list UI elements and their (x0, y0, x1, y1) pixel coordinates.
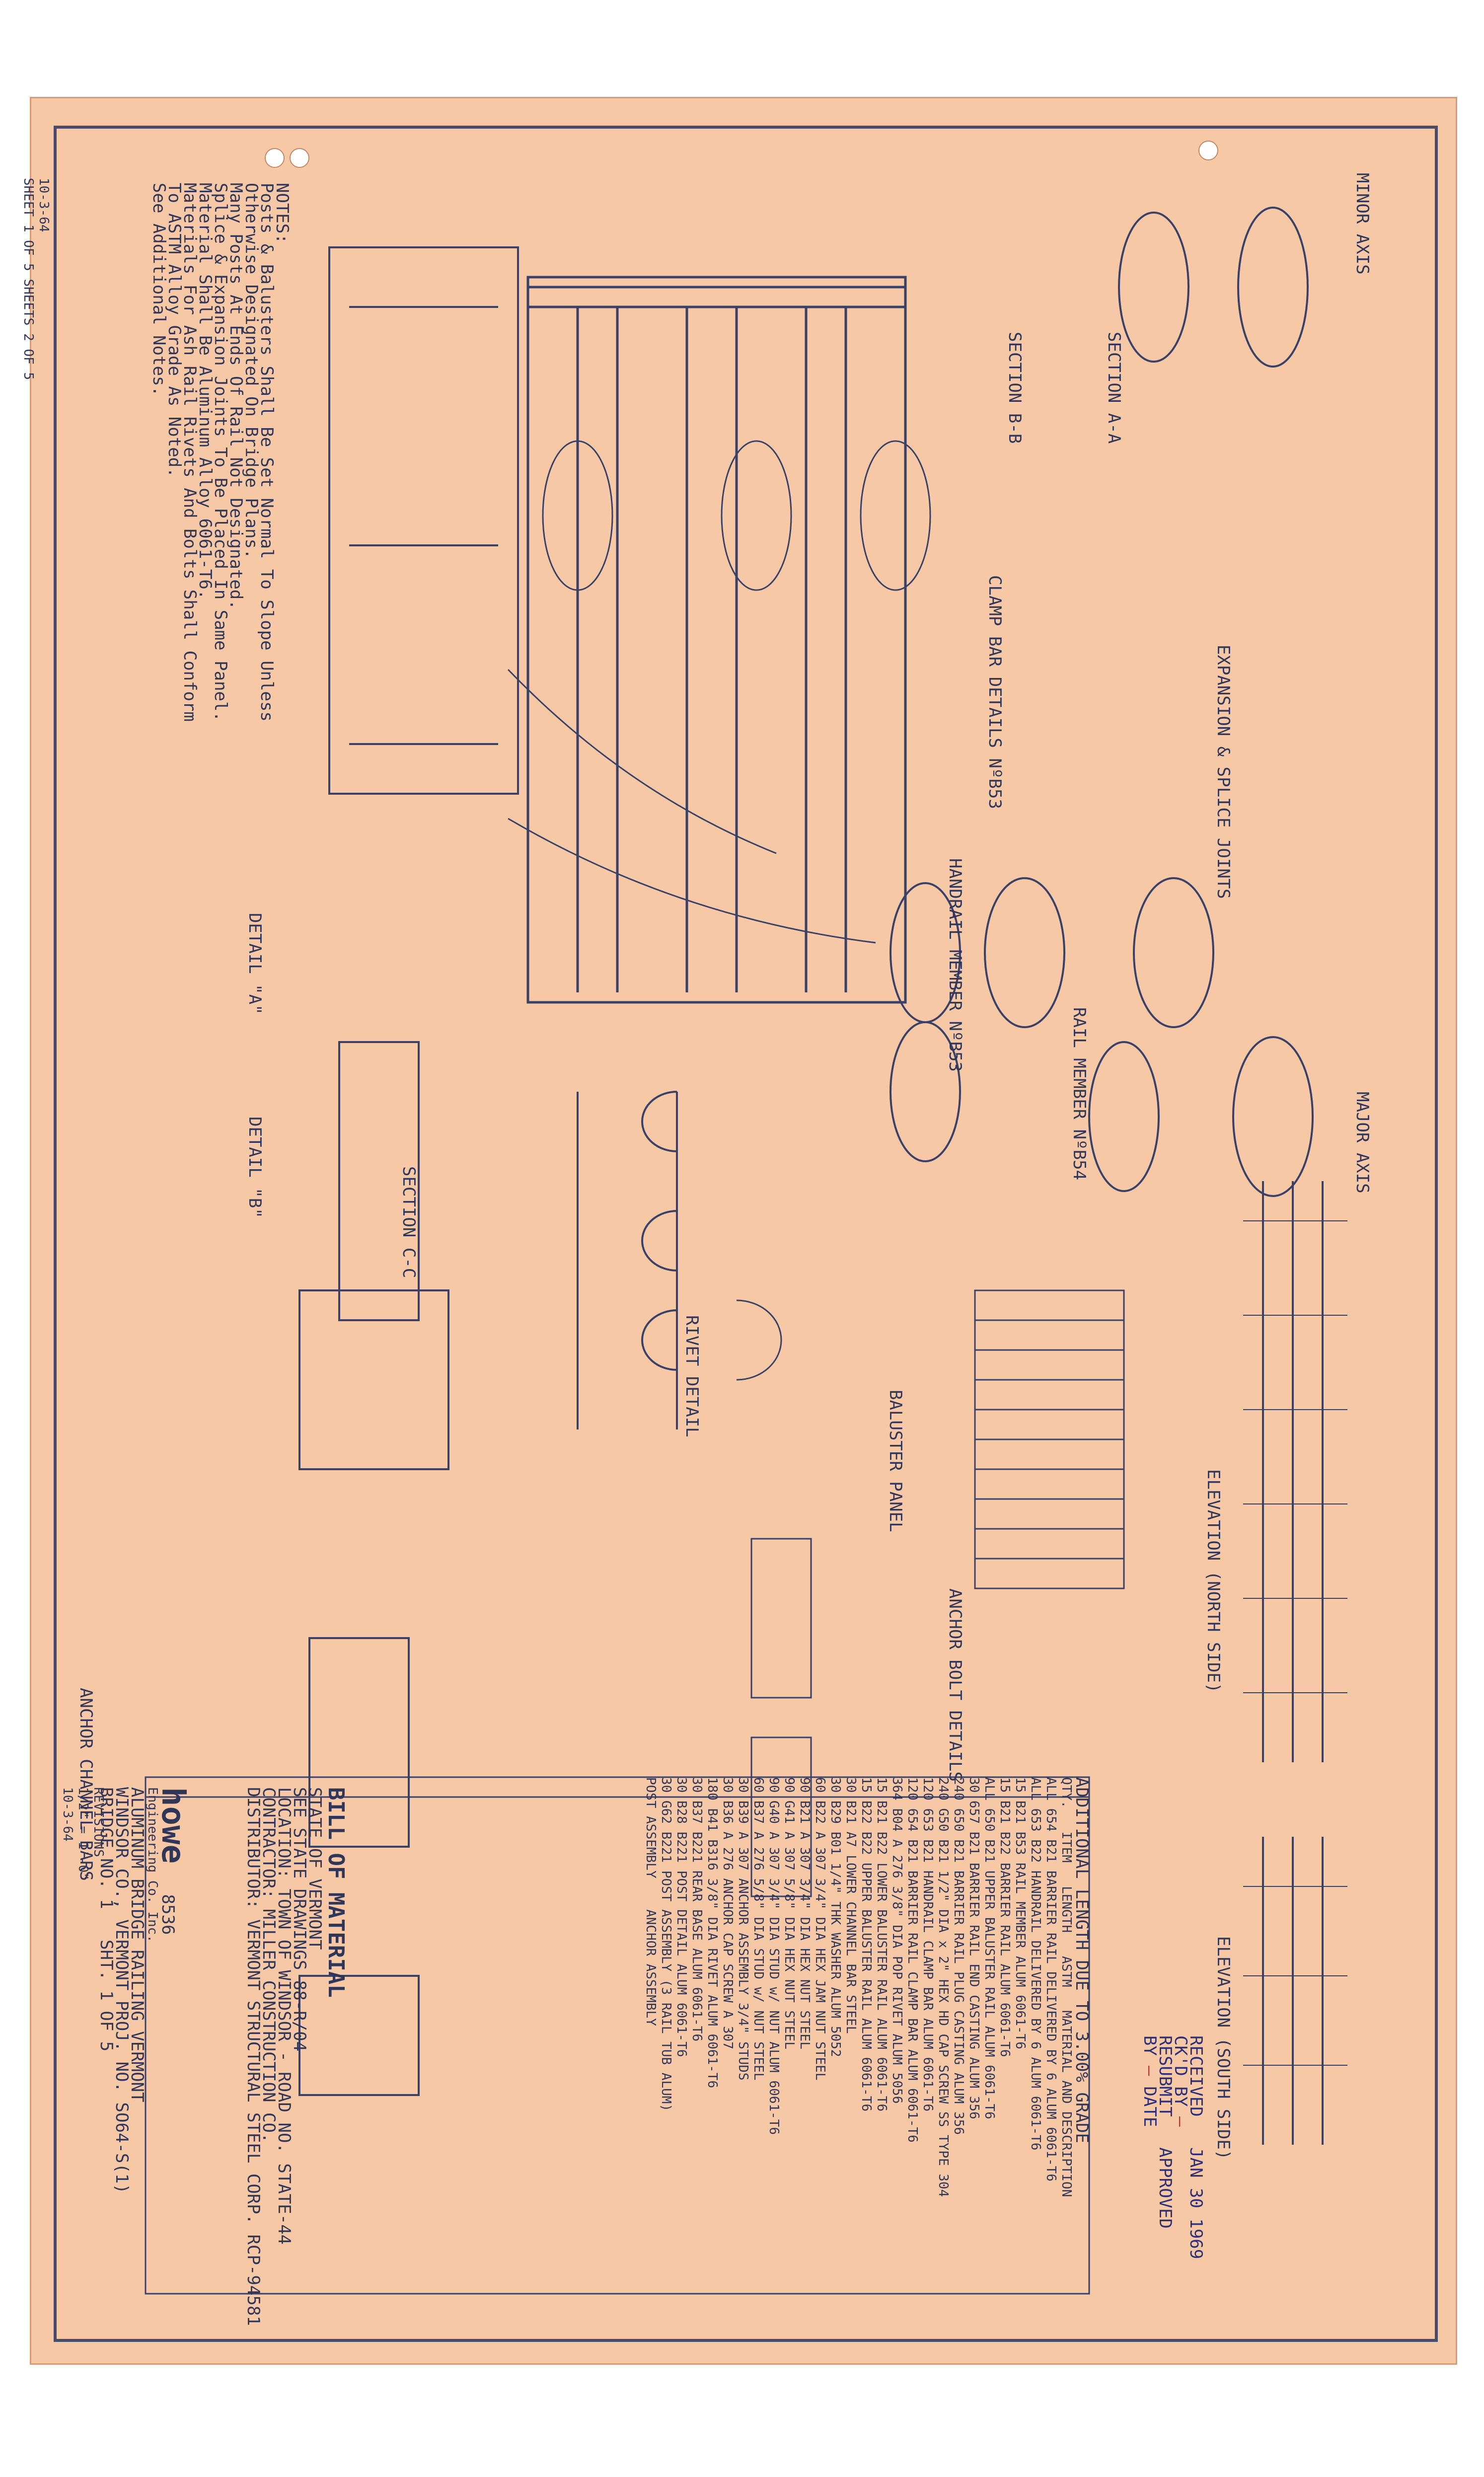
table-row: 15 B21 B22 LOWER BALUSTER RAIL ALUM 6061… (874, 1777, 889, 2112)
drawing-sheet: 10-3-64 SHEET 1 OF 5 SHEETS 2 OF 5 NOTES… (21, 97, 1457, 2365)
table-row: 30 B37 B221 REAR BASE ALUM 6061-T6 (689, 1777, 704, 2042)
section-label: MINOR AXIS (1352, 173, 1372, 275)
bom-title-block: BILL OF MATERIAL STATE OF VERMONT SEE ST… (243, 1787, 349, 2326)
table-row: 120 653 B21 HANDRAIL CLAMP BAR ALUM 6061… (920, 1777, 935, 2112)
punch-hole (290, 148, 309, 168)
table-row: 90 G41 A 307 5/8" DIA HEX NUT STEEL (782, 1777, 797, 2049)
table-row: 30 B21 A7 LOWER CHANNEL BAR STEEL (843, 1777, 858, 2034)
section-label: DETAIL "A" (245, 913, 265, 1015)
drawing-linework (145, 207, 1347, 2295)
punch-hole (265, 148, 285, 168)
table-row: 30 657 B21 BARRIER RAIL END CASTING ALUM… (966, 1777, 981, 2119)
table-row: 30 B28 B221 POST DETAIL ALUM 6061-T6 (674, 1777, 689, 2057)
table-row: 364 B04 A 276 3/8" DIA POP RIVET ALUM 50… (890, 1777, 904, 2104)
section-label: ELEVATION (SOUTH SIDE) (1213, 1936, 1233, 2160)
table-row: 30 B39 A 307 ANCHOR ASSEMBLY 3/4" STUDS (736, 1777, 750, 2081)
table-row: 60 B22 A 307 3/4" DIA HEX JAM NUT STEEL (813, 1777, 827, 2081)
section-label: RAIL MEMBER NºB54 (1069, 1007, 1089, 1180)
drawing-border (54, 126, 1438, 2342)
section-label: ANCHOR BOLT DETAILS (945, 1588, 965, 1782)
bill-of-material: ADDITIONAL LENGTH DUE TO 3.00% GRADE QTY… (643, 1777, 1092, 2197)
bom-group-label: POST ASSEMBLY ANCHOR ASSEMBLY (643, 1777, 658, 2026)
section-label: CLAMP BAR DETAILS NºB53 (985, 575, 1005, 809)
section-label: MAJOR AXIS (1352, 1092, 1372, 1194)
section-label: DETAIL "B" (245, 1117, 265, 1218)
notes-block: NOTES: Posts & Balusters Shall Be Set No… (149, 183, 292, 722)
table-row: 15 B21 B22 BARRIER RAIL ALUM 6061-T6 (997, 1777, 1012, 2057)
table-row: ALL 653 B22 HANDRAIL DELIVERED BY 6 ALUM… (1028, 1777, 1043, 2151)
section-label: SECTION C-C (399, 1166, 419, 1278)
table-row: 90 G40 A 307 3/4" DIA STUD w/ NUT ALUM 6… (766, 1777, 781, 2135)
table-row: 60 B37 A 276 5/8" DIA STUD w/ NUT STEEL (751, 1777, 766, 2081)
section-label: RIVET DETAIL (682, 1315, 702, 1437)
table-row: 240 650 B21 BARRIER RAIL PLUG CASTING AL… (951, 1777, 966, 2135)
bom-title: BILL OF MATERIAL (323, 1787, 349, 1998)
section-label: SECTION A-A (1104, 332, 1124, 444)
section-label: SECTION B-B (1005, 332, 1025, 444)
table-row: 30 B29 B01 1/4" THK WASHER ALUM 5052 (828, 1777, 843, 2057)
table-row: 15 B22 B22 UPPER BALUSTER RAIL ALUM 6061… (859, 1777, 874, 2112)
table-row: 240 G50 B21 1/2" DIA x 2" HEX HD CAP SCR… (936, 1777, 951, 2197)
section-label: HANDRAIL MEMBER NºB53 (945, 858, 965, 1072)
section-label: BALUSTER PANEL (886, 1390, 905, 1532)
table-row: 90 B21 A 307 3/4" DIA HEX NUT STEEL (797, 1777, 812, 2049)
table-row: 15 B21 B53 RAIL MEMBER ALUM 6061-T6 (1013, 1777, 1028, 2049)
table-row: 30 B36 A 276 ANCHOR CAP SCREW A 307 (720, 1777, 735, 2049)
punch-hole (1198, 141, 1218, 160)
bom-header: QTY. ITEM LENGTH ASTM MATERIAL AND DESCR… (1059, 1777, 1074, 2197)
table-row: 30 G62 B221 POST ASSEMBLY (3 RAIL TUB AL… (659, 1777, 673, 2112)
section-label: ELEVATION (NORTH SIDE) (1203, 1469, 1223, 1693)
table-row: ALL 650 B21 UPPER BALUSTER RAIL ALUM 606… (982, 1777, 997, 2119)
company-logo: howe (154, 1787, 191, 1864)
revisions-block: REVISIONS 1/2" = 1'-0" 10-3-64 (60, 1787, 106, 1880)
bom-heading: ADDITIONAL LENGTH DUE TO 3.00% GRADE (1072, 1777, 1092, 2143)
title-block: howe 8536 Engineering Co. Inc. ALUMINUM … (96, 1787, 191, 2194)
margin-note: 10-3-64 SHEET 1 OF 5 SHEETS 2 OF 5 (21, 178, 51, 380)
table-row: 180 B41 B316 3/8" DIA RIVET ALUM 6061-T6 (705, 1777, 720, 2089)
section-label: EXPANSION & SPLICE JOINTS (1213, 645, 1233, 899)
received-stamp: RECEIVED JAN 30 1969 CK'D BY — RESUBMIT … (1140, 2035, 1206, 2259)
table-row: ALL 654 B21 BARRIER RAIL DELIVERED BY 6 … (1043, 1777, 1058, 2181)
table-row: 120 654 B21 BARRIER RAIL CLAMP BAR ALUM … (905, 1777, 920, 2143)
